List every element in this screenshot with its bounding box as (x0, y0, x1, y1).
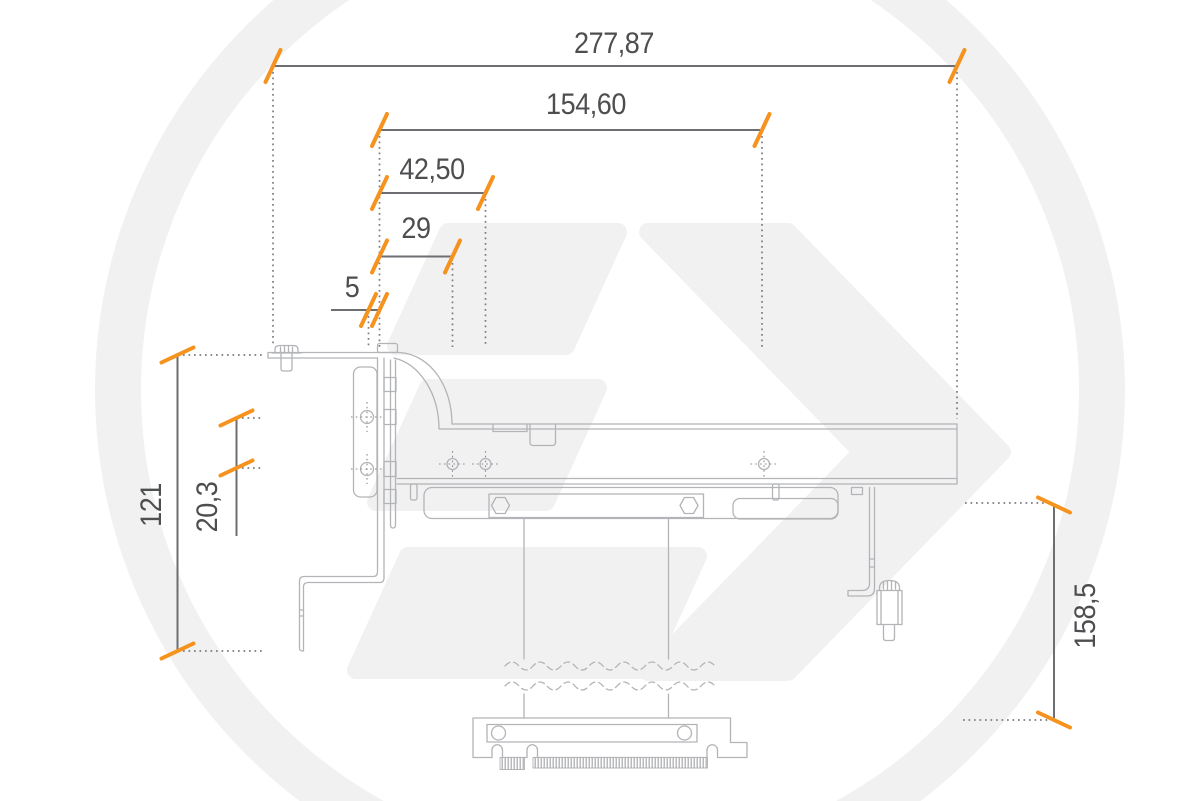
dim-label-riser-drop: 158,5 (1069, 583, 1102, 649)
dim-tick (218, 408, 255, 428)
dim-tick (1036, 710, 1072, 730)
ek-watermark (95, 0, 1125, 801)
dim-tick (476, 175, 495, 211)
gold-fingers (532, 757, 708, 769)
bracket-screw (359, 461, 375, 477)
dim-tick (752, 112, 772, 148)
dim-tick (370, 112, 389, 148)
dim-tick (359, 292, 378, 328)
extension-lines (183, 72, 1048, 721)
dim-label-bracket-offset: 5 (344, 271, 360, 304)
bracket-screw (359, 409, 375, 425)
dim-label-overall-length: 277,87 (574, 27, 654, 60)
dim-tick (263, 48, 283, 84)
watermark-ring (95, 0, 1125, 801)
dim-label-bracket-height: 121 (135, 483, 168, 527)
gold-fingers (499, 757, 525, 770)
rail-screw (479, 457, 492, 471)
dim-tick (370, 175, 389, 211)
ribbon-cable (504, 517, 716, 719)
rail-screw (446, 457, 459, 471)
support-bracket (847, 486, 903, 642)
mounting-rail (396, 423, 958, 501)
dim-tick (159, 641, 196, 661)
hex-bolt (679, 496, 699, 515)
dim-tick (1036, 495, 1072, 515)
connector-hole (676, 725, 693, 741)
dim-tick (370, 292, 389, 328)
connector-hole (490, 725, 507, 741)
break-line (504, 681, 716, 691)
hex-bolt (490, 496, 511, 515)
dim-tick (947, 48, 967, 84)
dim-label-screw-offset-inner: 29 (401, 212, 431, 245)
dimension-ticks (159, 48, 1072, 730)
rail-screw (757, 457, 771, 471)
pci-bracket (267, 342, 401, 652)
standoff-screw (878, 579, 901, 592)
transition-curve (393, 351, 453, 430)
dim-label-screw-offset-outer: 42,50 (399, 153, 465, 186)
dim-label-rail-length: 154,60 (546, 88, 626, 121)
riser-assembly-drawing (267, 342, 958, 770)
dim-tick (218, 458, 255, 478)
pcie-edge-connector (472, 717, 748, 770)
dimension-lines (176, 65, 1055, 718)
dim-label-screw-spacing: 20,3 (191, 481, 224, 533)
dim-tick (159, 345, 196, 365)
break-line (504, 661, 716, 671)
screw-centerlines (351, 402, 778, 484)
dim-tick (443, 238, 462, 275)
slot-bracket (423, 457, 839, 520)
dim-tick (370, 238, 389, 275)
